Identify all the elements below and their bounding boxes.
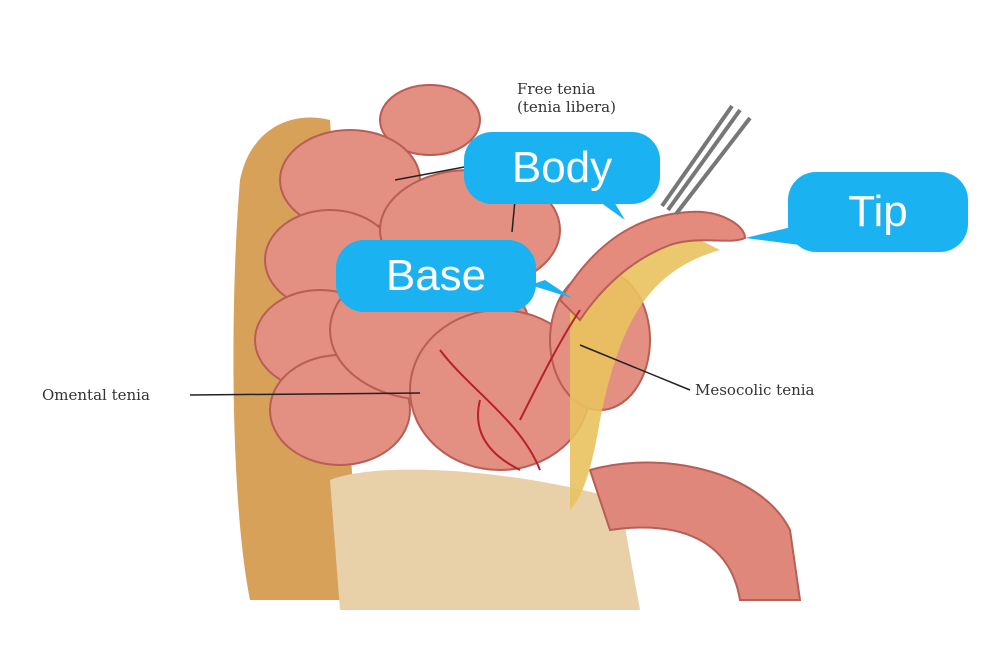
leader-lines (189, 164, 691, 396)
free-tenia-label: Free tenia (tenia libera) (517, 80, 616, 116)
free-tenia-alt-text: (tenia libera) (517, 98, 616, 116)
cecum-bottom (330, 469, 640, 610)
mesoappendix (570, 240, 720, 510)
omental-tenia-label: Omental tenia (42, 386, 150, 404)
free-tenia-text: Free tenia (517, 80, 596, 98)
ileum (588, 461, 802, 601)
blood-vessels (439, 309, 581, 471)
callout-tip: Tip (788, 172, 968, 252)
mesocolic-tenia-label: Mesocolic tenia (695, 381, 815, 399)
forceps (660, 104, 752, 216)
callout-body: Body (464, 132, 660, 204)
callout-base: Base (336, 240, 536, 312)
appendix (558, 210, 747, 322)
